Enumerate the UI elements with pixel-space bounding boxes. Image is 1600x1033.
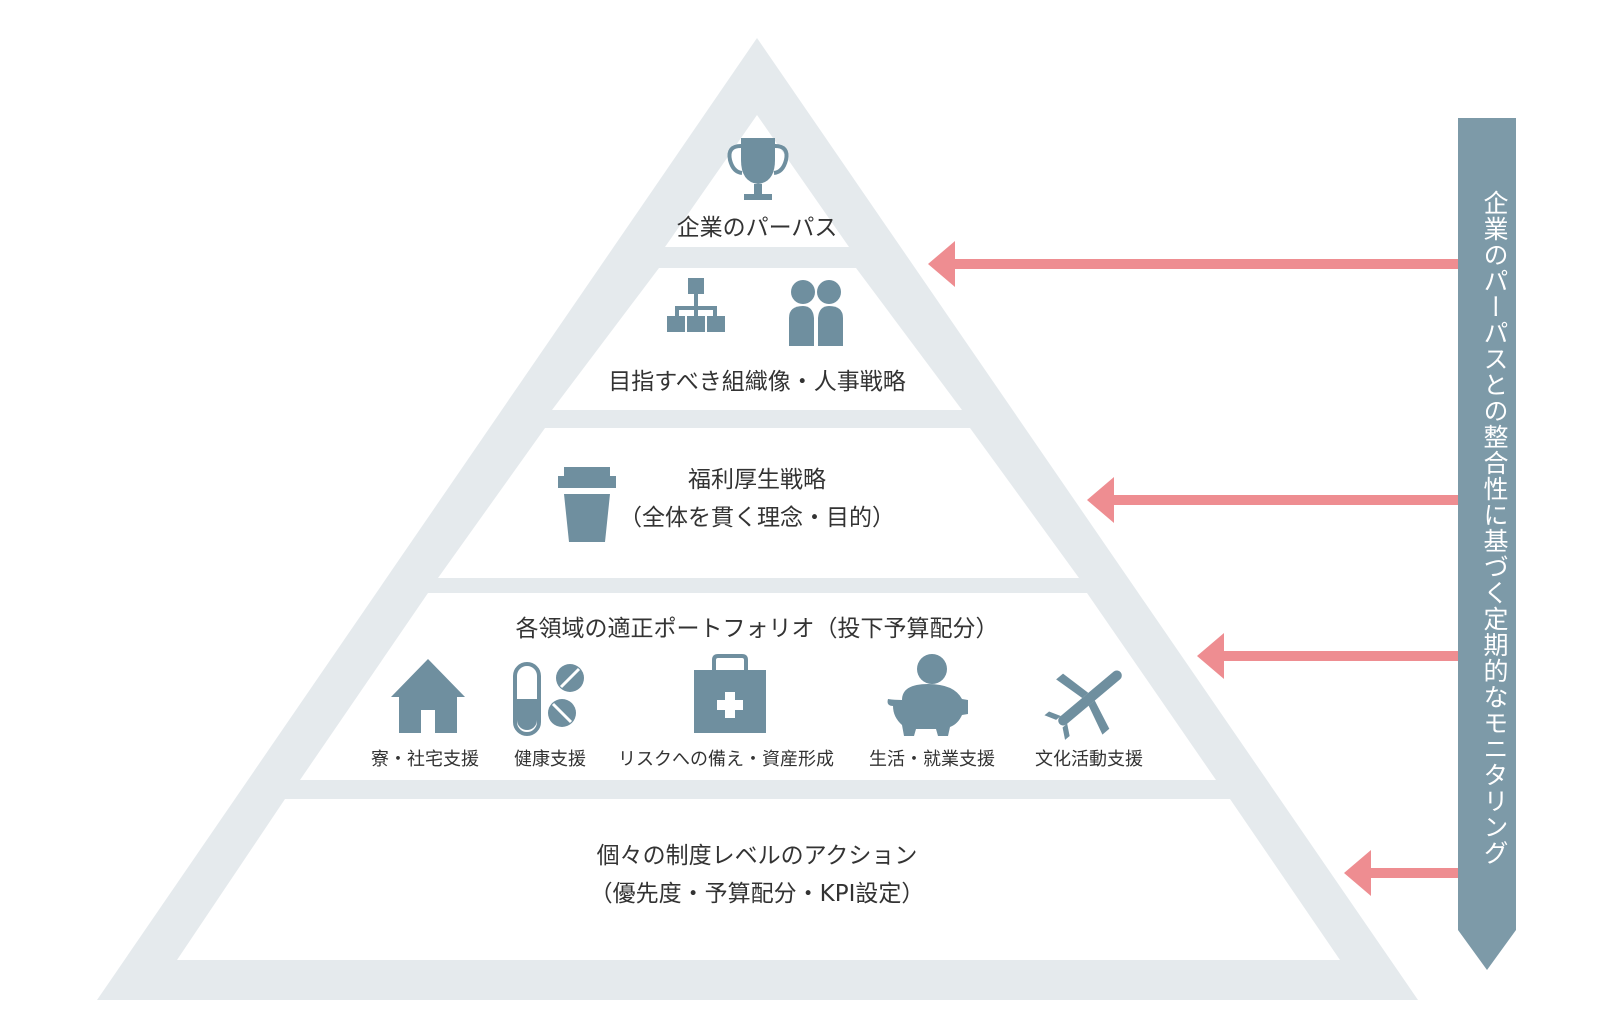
tier-actions-panel	[177, 799, 1340, 960]
first-aid-kit-icon	[694, 654, 766, 733]
portfolio-item-label: 文化活動支援	[1035, 749, 1143, 770]
arrow-to-purpose	[928, 241, 1458, 287]
people-icon	[789, 280, 843, 346]
arrow-to-portfolio	[1197, 633, 1458, 679]
tier-purpose-label: 企業のパーパス	[676, 215, 838, 241]
monitoring-bar	[1458, 118, 1516, 970]
portfolio-item-label: 寮・社宅支援	[371, 749, 479, 770]
cup-icon	[558, 467, 616, 542]
tier-welfare-line2: （全体を貫く理念・目的）	[619, 505, 895, 531]
portfolio-item-label: 健康支援	[514, 749, 586, 770]
monitoring-bar-label: 企業のパーパスとの整合性に基づく定期的なモニタリング	[1480, 190, 1509, 866]
pills-icon	[513, 662, 584, 736]
arrow-to-welfare	[1087, 477, 1458, 523]
arrow-to-actions	[1344, 850, 1458, 896]
tier-org-label: 目指すべき組織像・人事戦略	[608, 369, 906, 395]
tier-org-panel	[552, 268, 962, 410]
portfolio-item-label: リスクへの備え・資産形成	[618, 749, 834, 770]
tier-portfolio-title: 各領域の適正ポートフォリオ（投下予算配分）	[515, 616, 999, 642]
tier-actions-line1: 個々の制度レベルのアクション	[596, 843, 918, 869]
airplane-icon	[1044, 670, 1122, 740]
piggy-bank-icon	[887, 654, 968, 736]
trophy-icon	[727, 138, 789, 200]
house-icon	[391, 659, 465, 733]
tier-welfare-line1: 福利厚生戦略	[688, 467, 826, 493]
tier-actions-line2: （優先度・予算配分・KPI設定）	[589, 881, 925, 907]
portfolio-item-label: 生活・就業支援	[869, 749, 995, 770]
org-chart-icon	[667, 278, 725, 332]
